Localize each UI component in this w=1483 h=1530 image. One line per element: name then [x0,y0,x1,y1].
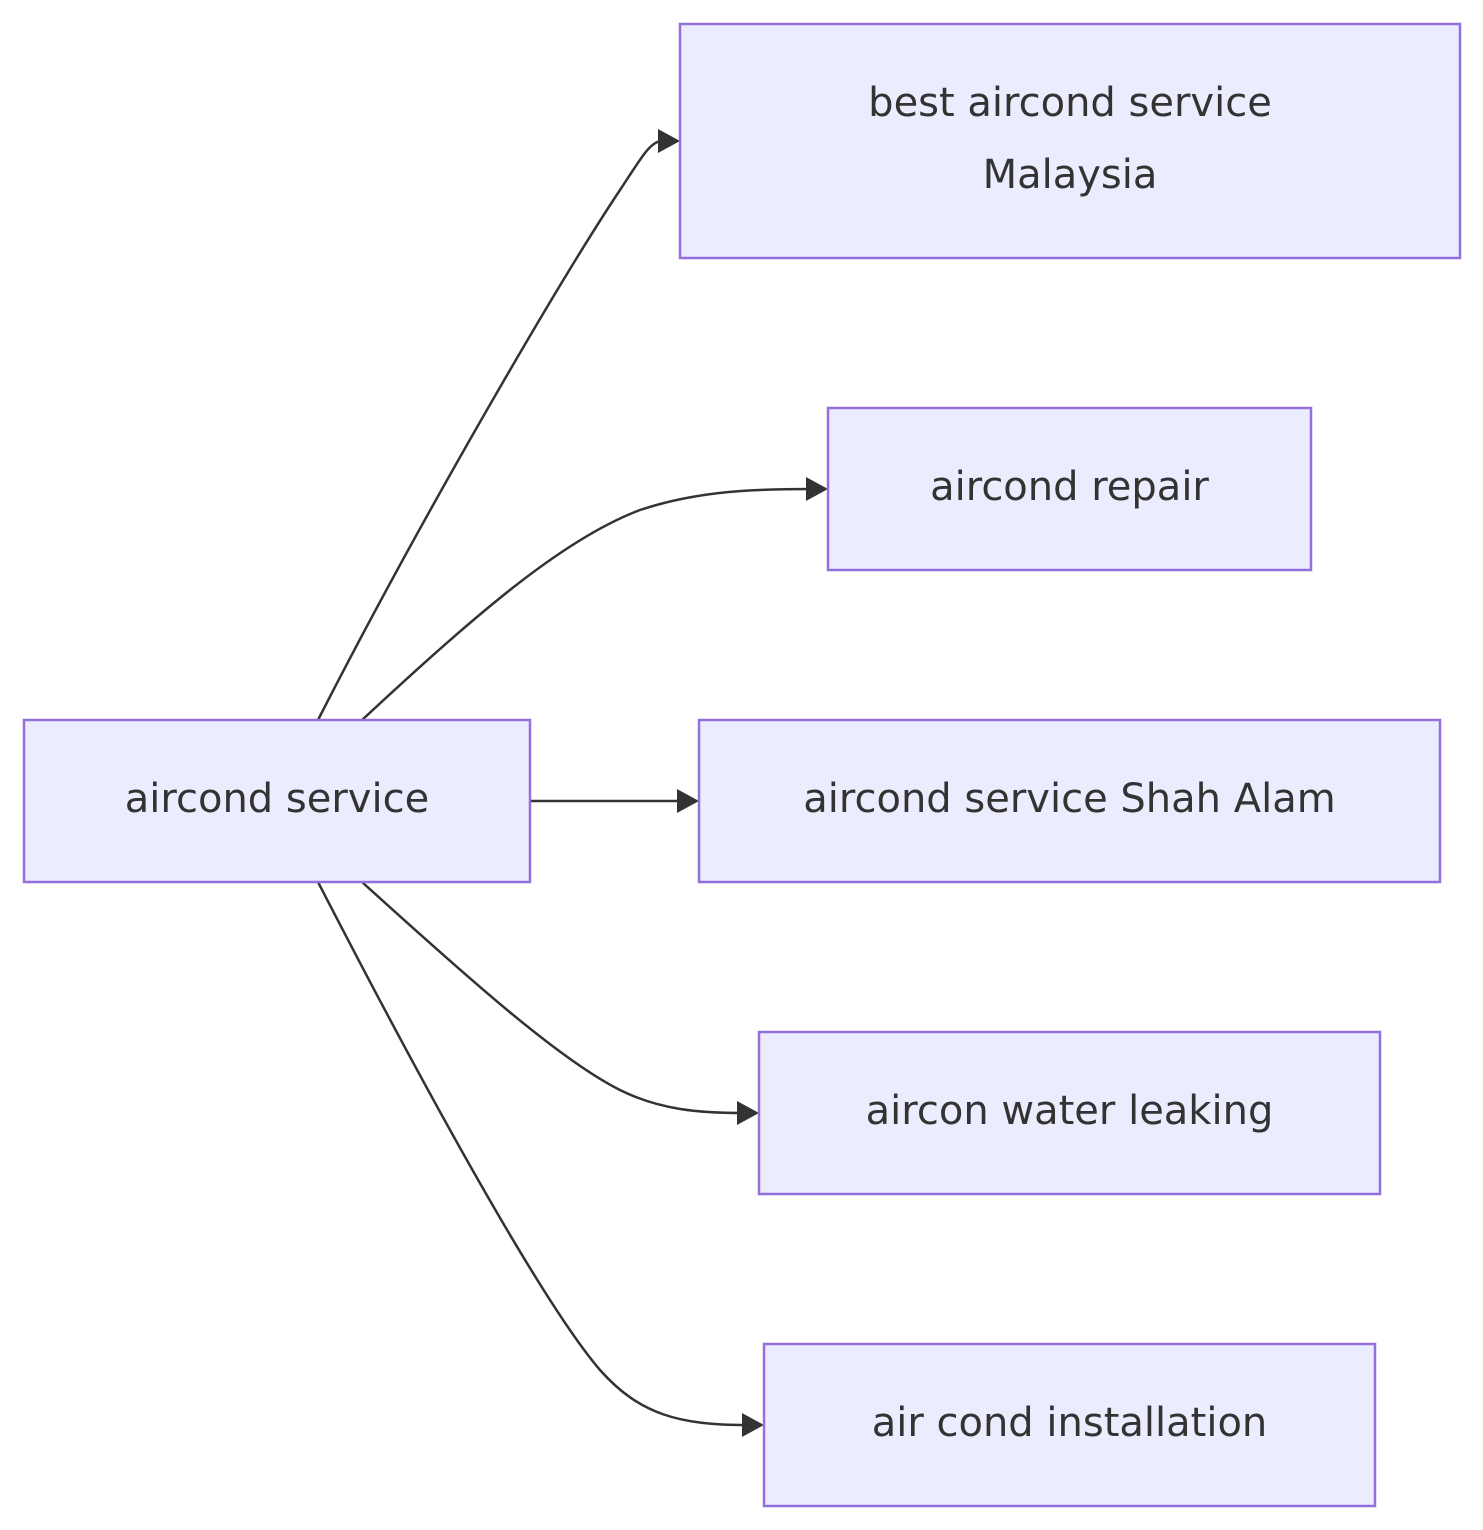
node-label: best aircond service [868,80,1272,126]
arrowhead-icon [737,1101,759,1125]
node-box [697,718,1442,884]
node-n4[interactable]: aircon water leaking [757,1030,1382,1196]
node-box [22,718,532,884]
node-label: Malaysia [983,152,1158,198]
node-n5[interactable]: air cond installation [762,1342,1377,1508]
arrowhead-icon [806,477,828,501]
node-label: aircon water leaking [866,1088,1274,1134]
node-label: air cond installation [872,1400,1268,1446]
arrowhead-icon [658,129,680,153]
nodes-layer: aircond service best aircond serviceMalay… [22,22,1462,1508]
edge-root-to-n5 [316,881,748,1427]
node-box [678,22,1462,260]
node-label: aircond repair [930,464,1209,510]
arrowhead-icon [742,1413,764,1437]
node-n3[interactable]: aircond service Shah Alam [697,718,1442,884]
node-label: aircond service Shah Alam [803,776,1335,822]
edges-layer [316,129,828,1437]
node-box [826,406,1313,572]
edge-root-to-n4 [361,881,743,1115]
node-box [757,1030,1382,1196]
edge-root-to-n2 [361,487,811,721]
edge-root-to-n1 [316,139,663,721]
node-n2[interactable]: aircond repair [826,406,1313,572]
node-label: aircond service [125,776,429,822]
arrowhead-icon [677,789,699,813]
node-box [762,1342,1377,1508]
node-root[interactable]: aircond service [22,718,532,884]
